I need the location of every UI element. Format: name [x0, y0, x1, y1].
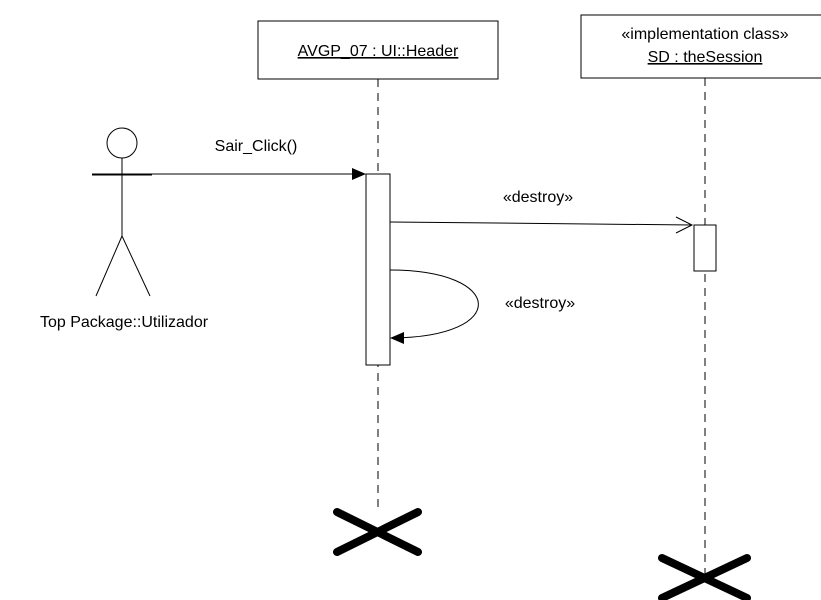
- actor-right-leg: [121, 235, 151, 297]
- actor-label: Top Package::Utilizador: [40, 314, 209, 331]
- message-destroy-self-arrow: [389, 269, 479, 339]
- message-destroy-session-label: «destroy»: [503, 189, 573, 206]
- lifeline-header-box: [257, 20, 499, 80]
- message-destroy-self-arrowhead: [390, 332, 404, 344]
- lifeline-header-label: AVGP_07 : UI::Header: [298, 43, 459, 60]
- message-sair-click-label: Sair_Click(): [215, 138, 298, 155]
- activation-header: [365, 173, 391, 366]
- actor-left-leg: [95, 235, 123, 297]
- activation-session: [693, 224, 717, 272]
- message-destroy-session-arrowhead: [675, 216, 694, 234]
- destroy-marker-header: [333, 508, 422, 556]
- message-destroy-session-arrow: [389, 221, 693, 226]
- actor-utilizador: [92, 127, 152, 297]
- message-destroy-self-label: «destroy»: [505, 295, 575, 312]
- lifeline-session-box: [580, 14, 821, 79]
- lifeline-session-stereotype: «implementation class»: [621, 26, 788, 43]
- actor-head: [106, 127, 138, 159]
- message-sair-click-arrowhead: [352, 168, 366, 180]
- lifeline-session-label: SD : theSession: [648, 49, 763, 66]
- destroy-marker-session: [658, 554, 751, 600]
